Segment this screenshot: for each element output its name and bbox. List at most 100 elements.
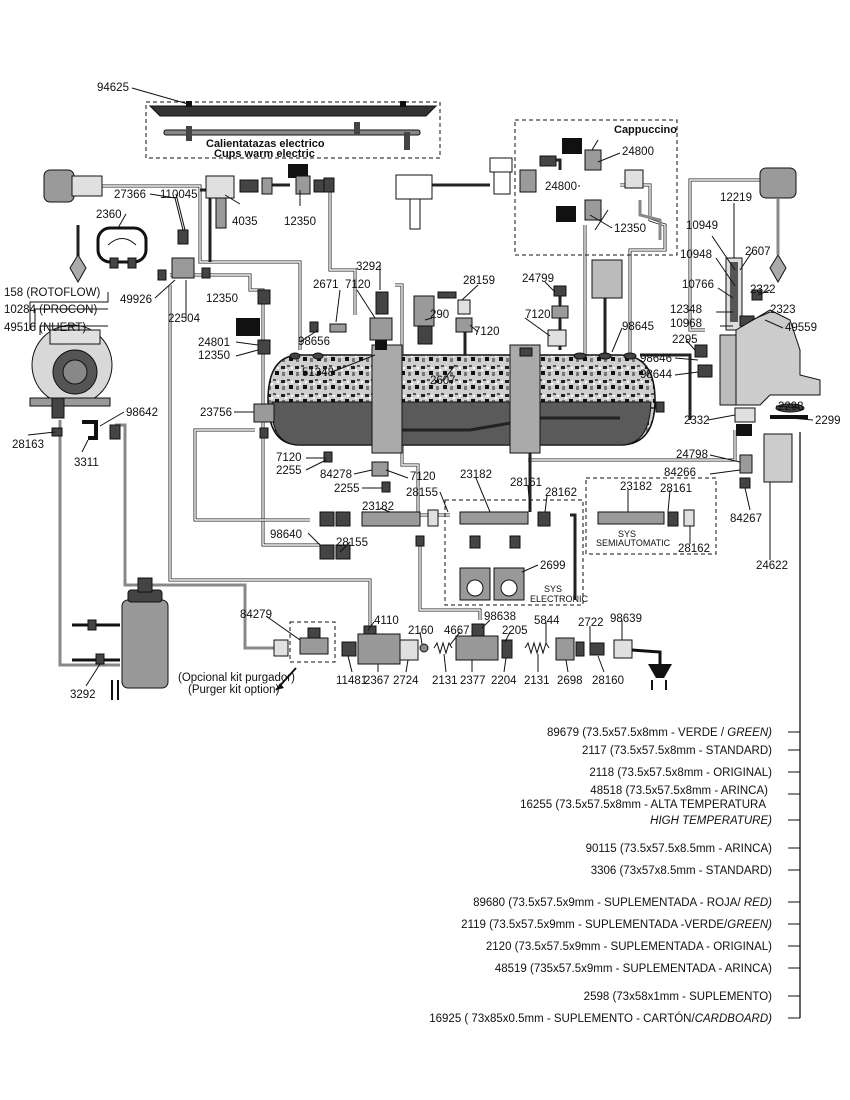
callout-3292-top: 3292 <box>356 261 382 273</box>
manometer-dial <box>107 238 137 246</box>
valve-outline <box>395 174 433 200</box>
fitting-part <box>335 511 351 527</box>
fitting-part <box>553 285 567 297</box>
callout-98639: 98639 <box>610 613 642 625</box>
fitting-part <box>509 535 521 549</box>
gasket-item: 2598 (73x58x1mm - SUPLEMENTO) <box>584 991 772 1003</box>
gasket-item: 2119 (73.5x57.5x9mm - SUPLEMENTADA -VERD… <box>461 919 772 931</box>
callout-12350-top: 12350 <box>284 216 316 228</box>
motor-part <box>43 169 75 203</box>
cup-warmer-bracket <box>404 132 410 150</box>
callout-2698: 2698 <box>557 675 583 687</box>
cup-warmer-heating-element <box>163 129 421 136</box>
fitting-part <box>751 289 763 301</box>
water-level-reservoir <box>591 259 623 299</box>
spring-part <box>524 641 550 655</box>
fitting-part <box>613 639 633 659</box>
fitting-part <box>427 509 439 527</box>
fitting-part <box>537 511 551 527</box>
purger-kit-frame <box>289 621 336 663</box>
sys-semi-label-1: SYS <box>618 529 636 539</box>
callout-11481: 11481 <box>336 675 367 687</box>
boiler-clamp <box>371 344 403 454</box>
boiler-fitting <box>598 352 612 360</box>
callout-2255-upper: 2255 <box>276 465 302 477</box>
fitting-part <box>87 619 97 631</box>
callout-2323: 2323 <box>770 304 796 316</box>
callout-10284-procon: 10284 (PROCON) <box>4 304 97 316</box>
valve-part <box>734 407 756 423</box>
ball-part <box>419 643 429 653</box>
callout-24801: 24801 <box>198 337 230 349</box>
callout-28155-bottom: 28155 <box>336 537 368 549</box>
callout-24622: 24622 <box>756 560 788 572</box>
callout-2360: 2360 <box>96 209 122 221</box>
safety-valve-base <box>417 325 433 345</box>
collector-body <box>357 633 401 665</box>
callout-7120-right: 7120 <box>525 309 551 321</box>
gasket-item: 16255 (73.5x57.5x8mm - ALTA TEMPERATURA <box>520 799 766 811</box>
motor-part <box>759 167 797 199</box>
pump-outlet <box>51 397 65 419</box>
valve-stem <box>215 197 227 229</box>
gasket-item: 89679 (73.5x57.5x8mm - VERDE / GREEN) <box>547 727 772 739</box>
fitting-part <box>575 641 585 657</box>
callout-98644: 98644 <box>640 369 673 381</box>
sys-elec-label-2: ELECTRONIC <box>530 594 589 604</box>
fitting-part <box>381 481 391 493</box>
fitting-part <box>239 179 259 193</box>
fitting-part <box>739 454 753 474</box>
fitting-part <box>319 544 335 560</box>
callout-23756: 23756 <box>200 407 232 419</box>
gasket-ring <box>775 403 805 413</box>
callout-158-rotoflow: 158 (ROTOFLOW) <box>4 287 100 299</box>
fitting-part <box>157 269 167 281</box>
callout-10766: 10766 <box>682 279 714 291</box>
callout-7120-mid: 7120 <box>474 326 500 338</box>
gasket-item: 90115 (73.5x57.5x8.5mm - ARINCA) <box>586 843 773 855</box>
probe-part <box>69 254 87 284</box>
solenoid-outline <box>493 171 511 195</box>
pump-bracket <box>49 329 101 345</box>
sys-semiautomatic-frame <box>585 477 717 555</box>
fitting-part <box>95 653 105 665</box>
callout-84266: 84266 <box>664 467 696 479</box>
manifold-pipe <box>459 511 529 525</box>
callout-2722: 2722 <box>578 617 604 629</box>
callout-98640: 98640 <box>270 529 302 541</box>
solenoid-part <box>562 138 582 154</box>
fitting-part <box>519 347 533 357</box>
gasket-item: HIGH TEMPERATURE) <box>650 815 772 827</box>
water-softener-knob <box>137 577 153 593</box>
fitting-part <box>471 623 485 637</box>
sys-electronic-frame <box>444 499 584 606</box>
fitting-part <box>257 289 271 305</box>
callout-7120-top: 7120 <box>345 279 371 291</box>
fitting-part <box>667 511 679 527</box>
fitting-part <box>551 305 569 319</box>
expansion-valve <box>455 635 499 661</box>
fitting-part <box>589 642 605 656</box>
callout-3292-bottom: 3292 <box>70 689 96 701</box>
fitting-part <box>739 477 751 489</box>
callout-2295: 2295 <box>672 334 698 346</box>
callout-84267: 84267 <box>730 513 762 525</box>
cup-warmer-tray <box>148 105 438 117</box>
callout-28155-top: 28155 <box>406 487 438 499</box>
manometer-stem <box>109 257 119 269</box>
pressostat-part <box>236 318 260 336</box>
fitting-part <box>399 639 419 661</box>
callout-2367: 2367 <box>364 675 390 687</box>
callout-49516-nuert: 49516 (NUERT) <box>4 322 86 334</box>
cappuccino-frame <box>514 119 678 256</box>
gasket-item: 2120 (73.5x57.5x9mm - SUPLEMENTADA - ORI… <box>486 941 772 953</box>
motor-part <box>71 175 103 197</box>
solenoid-outline <box>489 157 513 173</box>
callout-28162-semi: 28162 <box>678 543 710 555</box>
callout-7120-lower: 7120 <box>276 452 302 464</box>
fitting-part <box>341 641 357 657</box>
callout-84279: 84279 <box>240 609 272 621</box>
valve-part <box>177 229 189 245</box>
fitting-part <box>319 511 335 527</box>
